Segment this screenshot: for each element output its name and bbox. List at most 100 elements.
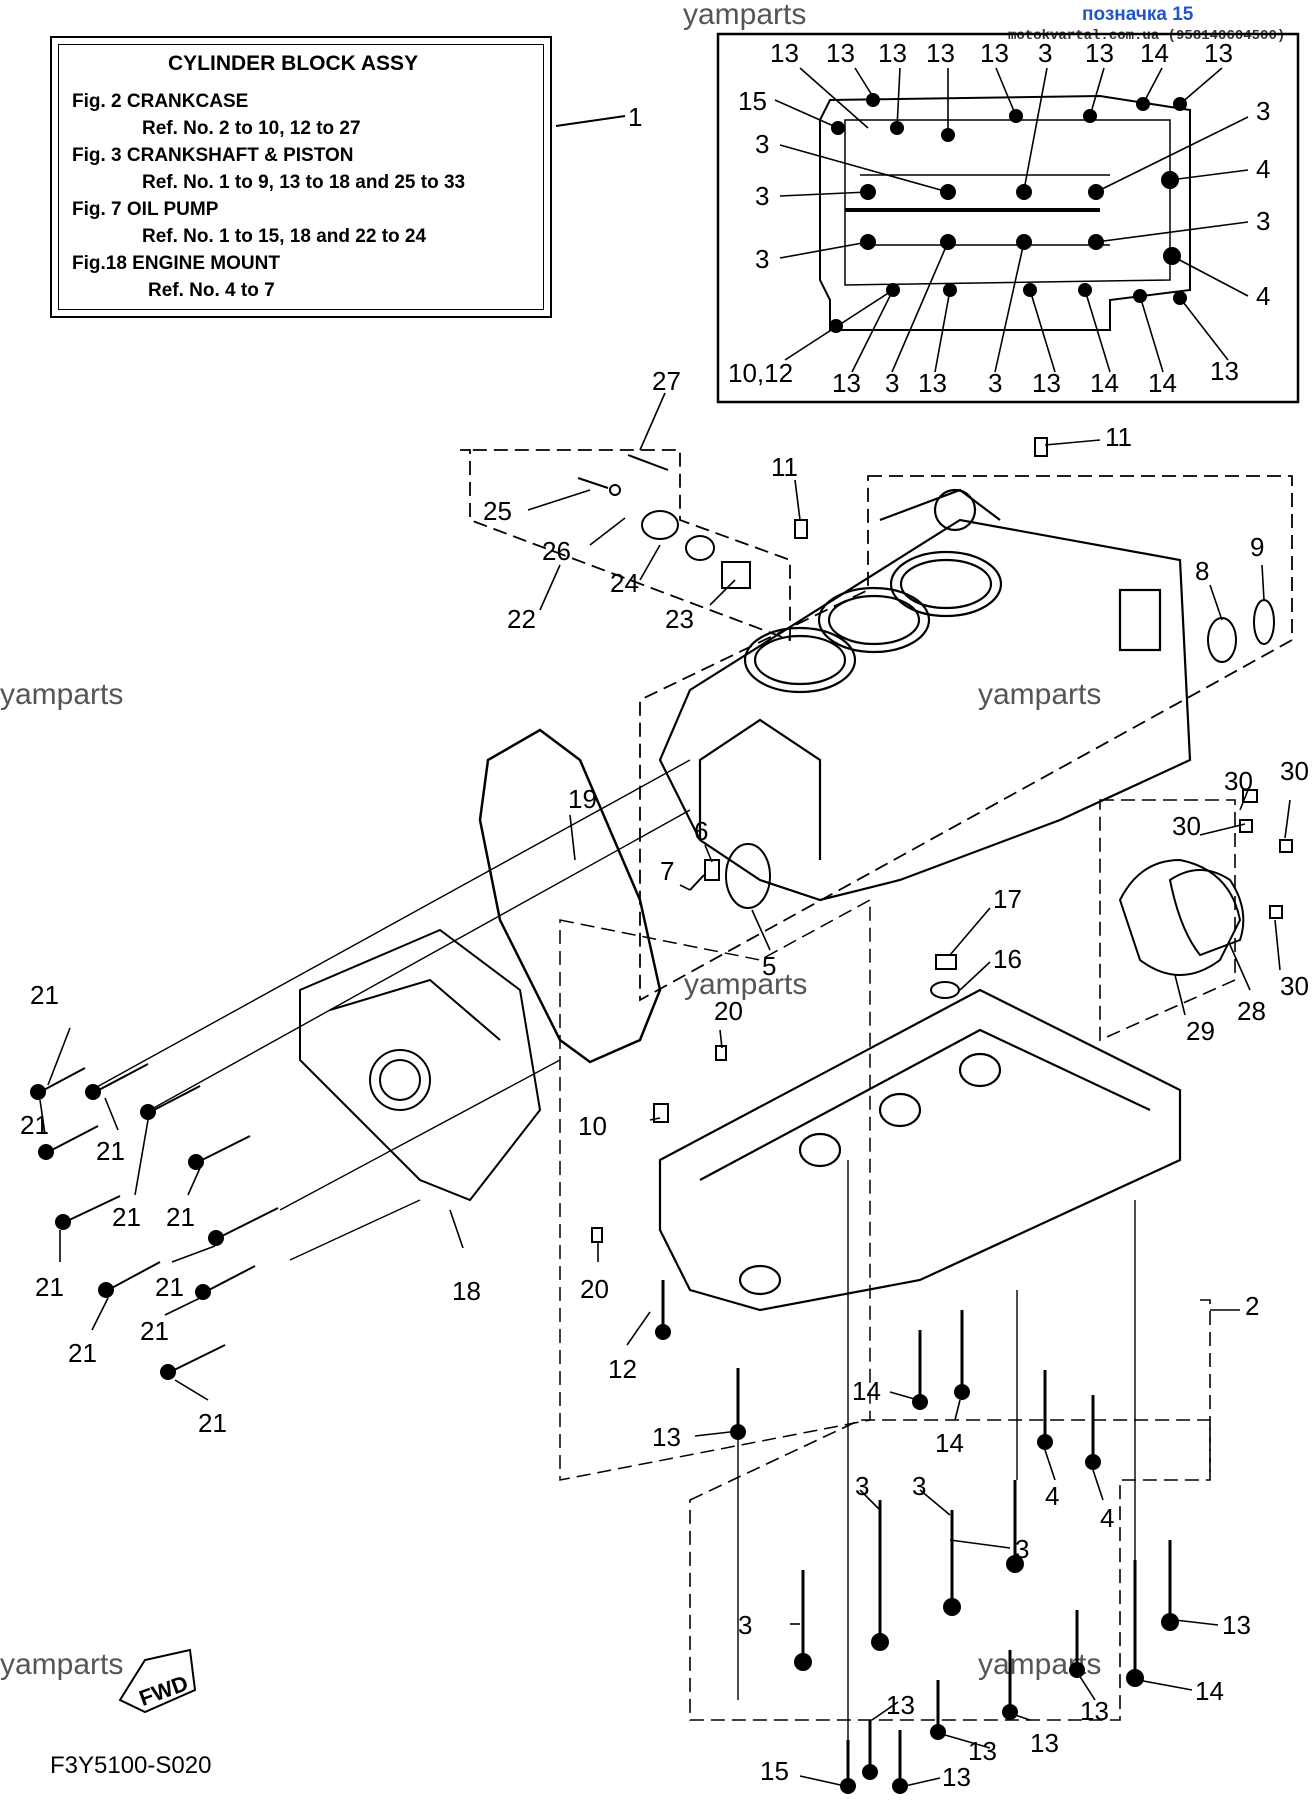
- inset-label: 4: [1256, 281, 1270, 311]
- info-line-2: Ref. No. 2 to 10, 12 to 27: [142, 118, 361, 139]
- part-label: 18: [452, 1276, 481, 1306]
- callout-1: 1: [628, 102, 642, 132]
- drawing-code: F3Y5100-S020: [50, 1752, 212, 1779]
- watermark-middle: yamparts: [684, 968, 808, 1001]
- part-label: 30: [1280, 971, 1309, 1001]
- inset-label: 3: [1256, 96, 1270, 126]
- part-label: 30: [1172, 811, 1201, 841]
- part-label: 15: [760, 1756, 789, 1786]
- watermark-center: yamparts: [978, 678, 1102, 711]
- part-label: 23: [665, 604, 694, 634]
- part-label: 2: [1245, 1291, 1259, 1321]
- part-label: 21: [166, 1202, 195, 1232]
- part-label: 8: [1195, 556, 1209, 586]
- part-label: 4: [1100, 1503, 1114, 1533]
- inset-label: 13: [918, 368, 947, 398]
- inset-label: 3: [755, 244, 769, 274]
- info-box: CYLINDER BLOCK ASSY Fig. 2 CRANKCASE Ref…: [50, 36, 552, 318]
- part-label: 21: [30, 980, 59, 1010]
- part-label: 14: [1195, 1676, 1224, 1706]
- inset-label: 10,12: [728, 358, 793, 388]
- part-label: 25: [483, 496, 512, 526]
- inset-label: 13: [832, 368, 861, 398]
- inset-label: 13: [980, 38, 1009, 68]
- part-label: 5: [762, 951, 776, 981]
- part-label: 11: [1105, 422, 1132, 452]
- inset-label: 3: [755, 129, 769, 159]
- part-label: 13: [968, 1736, 997, 1766]
- part-label: 3: [738, 1610, 752, 1640]
- part-label: 22: [507, 604, 536, 634]
- part-label: 27: [652, 366, 681, 396]
- inset-label: 3: [988, 368, 1002, 398]
- part-label: 21: [140, 1316, 169, 1346]
- inset-label: 14: [1148, 368, 1177, 398]
- info-line-4: Ref. No. 1 to 9, 13 to 18 and 25 to 33: [142, 172, 466, 193]
- inset-label: 13: [926, 38, 955, 68]
- part-label: 4: [1045, 1481, 1059, 1511]
- part-label: 3: [855, 1471, 869, 1501]
- part-label: 9: [1250, 532, 1264, 562]
- part-label: 21: [112, 1202, 141, 1232]
- info-line-5: Fig. 7 OIL PUMP: [72, 199, 219, 220]
- part-label: 21: [68, 1338, 97, 1368]
- inset-label: 13: [770, 38, 799, 68]
- inset-label: 3: [1256, 206, 1270, 236]
- part-label: 14: [852, 1376, 881, 1406]
- inset-label: 3: [755, 181, 769, 211]
- part-label: 21: [155, 1272, 184, 1302]
- part-label: 21: [96, 1136, 125, 1166]
- part-label: 29: [1186, 1016, 1215, 1046]
- tag-label: позначка 15: [1082, 4, 1194, 25]
- inset-label: 4: [1256, 154, 1270, 184]
- part-label: 30: [1280, 756, 1309, 786]
- part-label: 13: [886, 1690, 915, 1720]
- part-label: 13: [1030, 1728, 1059, 1758]
- part-label: 13: [652, 1422, 681, 1452]
- part-label: 16: [993, 944, 1022, 974]
- inset-label: 13: [878, 38, 907, 68]
- part-label: 6: [694, 816, 708, 846]
- part-label: 17: [993, 884, 1022, 914]
- inset-label: 15: [738, 86, 767, 116]
- part-label: 13: [1080, 1696, 1109, 1726]
- part-label: 26: [542, 536, 571, 566]
- part-label: 14: [935, 1428, 964, 1458]
- part-label: 30: [1224, 766, 1253, 796]
- info-line-6: Ref. No. 1 to 15, 18 and 22 to 24: [142, 226, 427, 247]
- inset-label: 13: [1032, 368, 1061, 398]
- site-line: motokvartal.com.ua (958140604500): [1008, 28, 1286, 44]
- part-label: 13: [942, 1762, 971, 1792]
- inset-label: 14: [1090, 368, 1119, 398]
- part-label: 7: [660, 856, 674, 886]
- part-label: 21: [35, 1272, 64, 1302]
- part-label: 20: [714, 996, 743, 1026]
- inset-label: 13: [1204, 38, 1233, 68]
- info-line-7: Fig.18 ENGINE MOUNT: [72, 253, 280, 274]
- part-label: 20: [580, 1274, 609, 1304]
- part-label: 12: [608, 1354, 637, 1384]
- info-box-title: CYLINDER BLOCK ASSY: [168, 52, 419, 75]
- part-label: 21: [20, 1110, 49, 1140]
- part-label: 3: [912, 1471, 926, 1501]
- inset-label: 14: [1140, 38, 1169, 68]
- watermark-left: yamparts: [0, 678, 124, 711]
- inset-label: 13: [1210, 356, 1239, 386]
- part-label: 19: [568, 784, 597, 814]
- part-label: 3: [1015, 1534, 1029, 1564]
- part-label: 28: [1237, 996, 1266, 1026]
- inset-label: 3: [885, 368, 899, 398]
- part-label: 13: [1222, 1610, 1251, 1640]
- part-label: 21: [198, 1408, 227, 1438]
- inset-label: 13: [1085, 38, 1114, 68]
- inset-label: 13: [826, 38, 855, 68]
- part-label: 24: [610, 568, 639, 598]
- info-line-3: Fig. 3 CRANKSHAFT & PISTON: [72, 145, 354, 166]
- info-line-1: Fig. 2 CRANKCASE: [72, 91, 249, 112]
- watermark-top: yamparts: [683, 0, 807, 31]
- watermark-bottom-left: yamparts: [0, 1648, 124, 1681]
- part-label: 10: [578, 1111, 607, 1141]
- part-label: 11: [771, 452, 798, 482]
- inset-label: 3: [1038, 38, 1052, 68]
